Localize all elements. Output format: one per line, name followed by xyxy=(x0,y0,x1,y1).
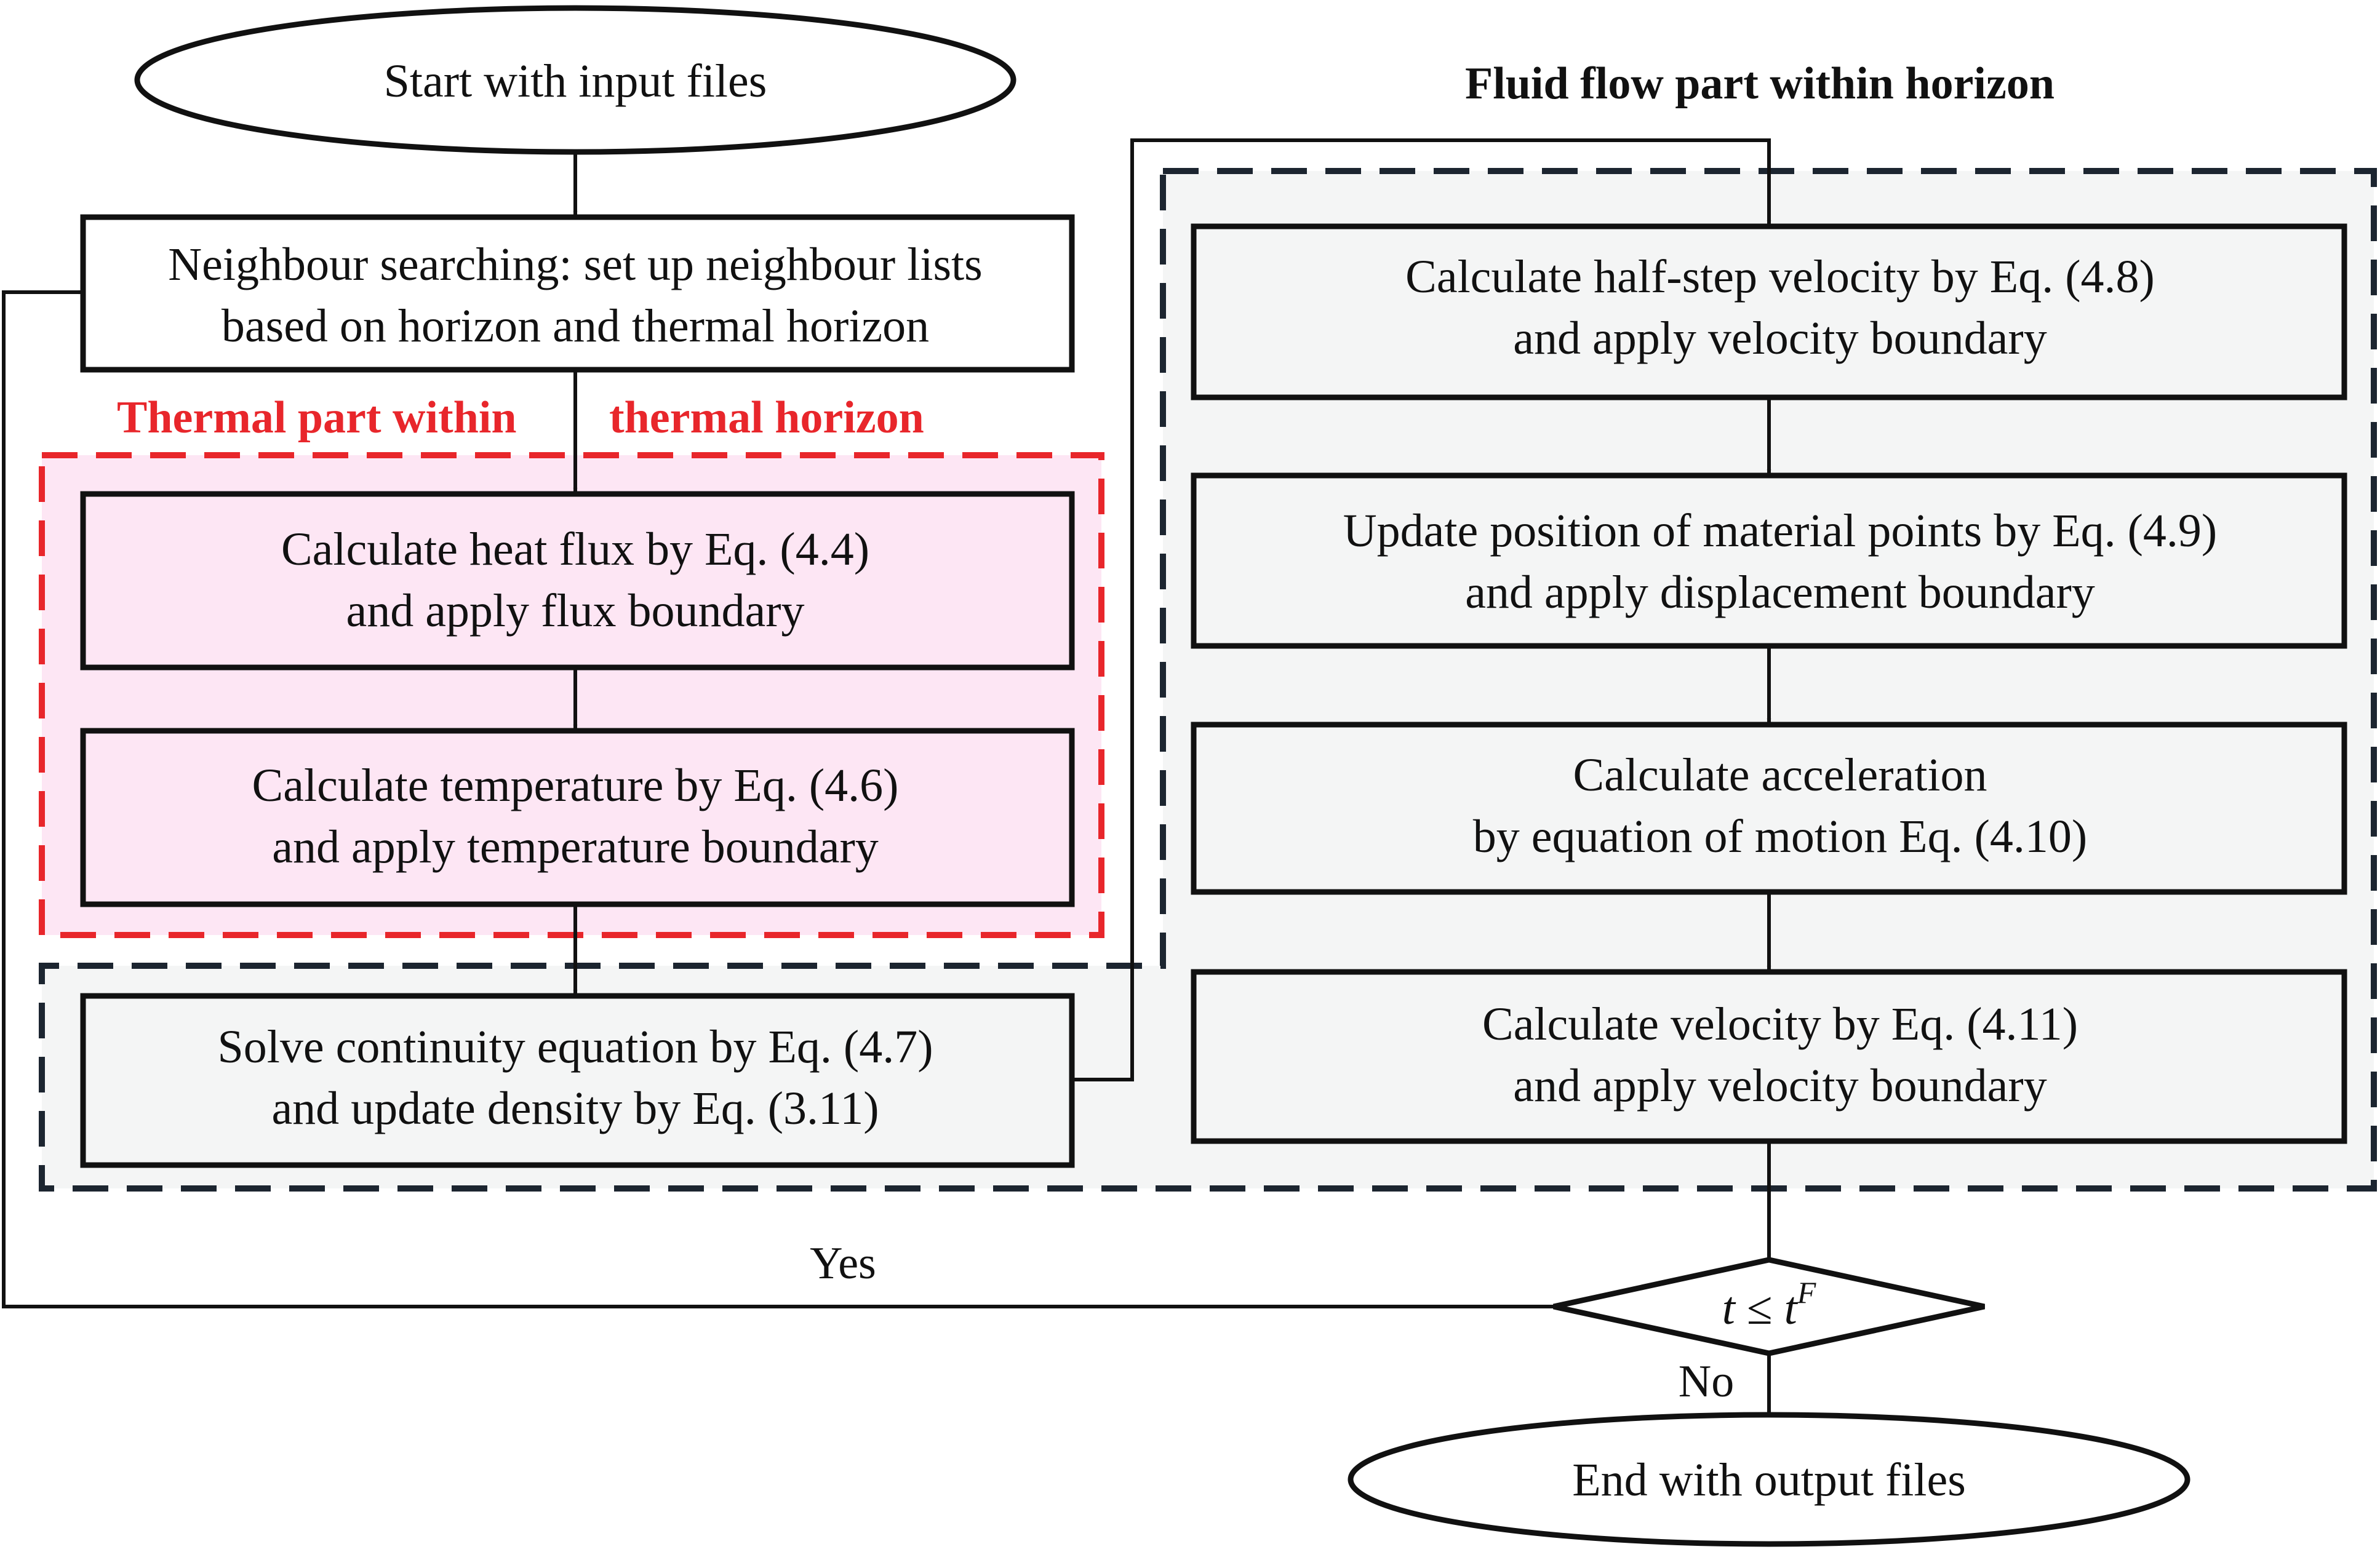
neighbour-line-2: based on horizon and thermal horizon xyxy=(222,300,929,352)
velocity-line-1: Calculate velocity by Eq. (4.11) xyxy=(1482,998,2078,1050)
node-velocity: Calculate velocity by Eq. (4.11) and app… xyxy=(1191,969,2347,1144)
decision-variable: t xyxy=(1722,1283,1736,1334)
node-continuity: Solve continuity equation by Eq. (4.7) a… xyxy=(80,993,1075,1168)
end-terminal xyxy=(1348,1412,2190,1547)
continuity-line-2: and update density by Eq. (3.11) xyxy=(271,1083,879,1134)
no-label: No xyxy=(1679,1356,1734,1407)
start-label-line: Start with input files xyxy=(384,55,767,107)
heat-flux-box xyxy=(80,491,1075,671)
node-heat-flux: Calculate heat flux by Eq. (4.4) and app… xyxy=(80,491,1075,671)
decision-condition: t ≤ tF xyxy=(1722,1275,1816,1334)
acceleration-line-1: Calculate acceleration xyxy=(1573,749,1987,801)
thermal-group-title-part-b: thermal horizon xyxy=(609,392,924,443)
start-label: Start with input files xyxy=(384,55,767,107)
arrow-decision-yes-loop xyxy=(2,290,1554,1308)
velocity-line-2: and apply velocity boundary xyxy=(1513,1060,2047,1112)
fluid-group-region xyxy=(39,168,2377,1192)
decision-superscript: F xyxy=(1797,1275,1816,1310)
decision-variable-2: t xyxy=(1784,1283,1799,1334)
node-update-position: Update position of material points by Eq… xyxy=(1191,472,2347,649)
start-terminal xyxy=(134,5,1016,155)
node-decision: t ≤ tF xyxy=(1553,1257,1985,1356)
fluid-group-title: Fluid flow part within horizon xyxy=(1465,58,2055,109)
node-neighbour-searching: Neighbour searching: set up neighbour li… xyxy=(80,214,1075,373)
acceleration-box xyxy=(1191,722,2347,895)
decision-operator: ≤ xyxy=(1735,1283,1784,1334)
node-temperature: Calculate temperature by Eq. (4.6) and a… xyxy=(80,728,1075,907)
thermal-group-title-part-a: Thermal part within xyxy=(117,392,517,443)
acceleration-line-2: by equation of motion Eq. (4.10) xyxy=(1473,811,2087,862)
node-half-step-velocity: Calculate half-step velocity by Eq. (4.8… xyxy=(1191,223,2347,400)
neighbour-line-1: Neighbour searching: set up neighbour li… xyxy=(168,239,982,290)
neighbour-searching-box xyxy=(80,214,1075,373)
half-step-line-2: and apply velocity boundary xyxy=(1513,312,2047,364)
yes-label: Yes xyxy=(810,1238,876,1289)
position-line-2: and apply displacement boundary xyxy=(1465,567,2095,618)
arrow-continuity-to-half-step xyxy=(1072,138,1771,1081)
temperature-box xyxy=(80,728,1075,907)
continuity-box xyxy=(80,993,1075,1168)
end-label: End with output files xyxy=(1572,1454,1966,1506)
heat-flux-line-2: and apply flux boundary xyxy=(346,585,804,637)
velocity-box xyxy=(1191,969,2347,1144)
connectors xyxy=(2,138,1771,1415)
half-step-velocity-box xyxy=(1191,223,2347,400)
half-step-line-1: Calculate half-step velocity by Eq. (4.8… xyxy=(1405,251,2155,303)
end-label-line: End with output files xyxy=(1572,1454,1966,1506)
position-line-1: Update position of material points by Eq… xyxy=(1343,505,2218,557)
continuity-line-1: Solve continuity equation by Eq. (4.7) xyxy=(217,1021,933,1073)
temperature-line-2: and apply temperature boundary xyxy=(272,821,879,873)
heat-flux-line-1: Calculate heat flux by Eq. (4.4) xyxy=(281,523,869,575)
node-acceleration: Calculate acceleration by equation of mo… xyxy=(1191,722,2347,895)
decision-diamond xyxy=(1553,1257,1985,1356)
temperature-line-1: Calculate temperature by Eq. (4.6) xyxy=(252,760,899,811)
update-position-box xyxy=(1191,472,2347,649)
